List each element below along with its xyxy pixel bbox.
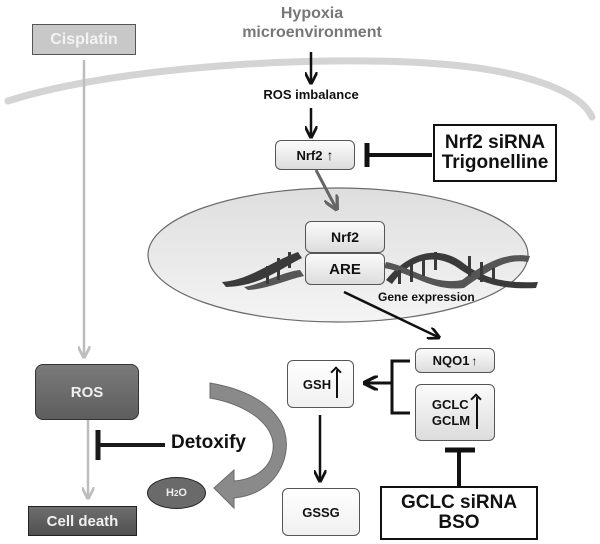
- nrf2-cyto-label: Nrf2: [296, 147, 323, 163]
- inhibitor1-line2: Trigonelline: [441, 152, 549, 173]
- enzyme-bracket: [390, 359, 410, 415]
- nrf2-inhibitor-box: Nrf2 siRNA Trigonelline: [433, 124, 557, 182]
- nrf2-nuclear-label: Nrf2: [330, 229, 359, 245]
- gsh-label: GSH: [302, 376, 332, 392]
- nqo1-label: NQO1: [432, 353, 470, 368]
- inhibitor2-line2: BSO: [438, 512, 480, 533]
- hypoxia-line2: microenvironment: [242, 24, 382, 41]
- h2o-h: H: [166, 487, 174, 499]
- detoxification-curved-arrow: [209, 382, 287, 510]
- nrf2-cytoplasmic-box: Nrf2 ↑: [275, 140, 355, 170]
- gene-expression-label: Gene expression: [378, 290, 475, 304]
- nqo1-box: NQO1 ↑: [415, 348, 495, 373]
- hypoxia-label: Hypoxia microenvironment: [228, 4, 396, 42]
- gclc-gclm-box: GCLC GCLM: [415, 384, 495, 441]
- are-box: ARE: [305, 253, 385, 285]
- gclc-label: GCLC: [431, 396, 469, 412]
- cell-death-label: Cell death: [46, 512, 119, 530]
- inhibitor2-line1: GCLC siRNA: [400, 492, 518, 514]
- h2o-o: O: [178, 487, 187, 499]
- nrf2-translocation-arrow: [314, 169, 336, 208]
- cisplatin-box: Cisplatin: [32, 24, 136, 55]
- nrf2-nuclear-box: Nrf2: [305, 221, 385, 253]
- up-arrow-icon: [470, 392, 482, 429]
- dna-helix-left: [222, 252, 304, 290]
- gclc-inhibitor-box: GCLC siRNA BSO: [380, 486, 538, 540]
- inhibitor1-line1: Nrf2 siRNA: [444, 132, 546, 154]
- up-arrow-icon: ↑: [471, 353, 478, 368]
- dna-helix-right: [384, 252, 538, 289]
- gssg-label: GSSG: [302, 504, 340, 520]
- hypoxia-line1: Hypoxia: [280, 5, 344, 22]
- cell-membrane: [4, 57, 596, 121]
- detoxify-label: Detoxify: [171, 432, 246, 453]
- are-label: ARE: [329, 260, 361, 278]
- cisplatin-label: Cisplatin: [50, 30, 118, 48]
- ros-label: ROS: [70, 383, 104, 401]
- ros-imbalance-label: ROS imbalance: [263, 87, 359, 102]
- cell-death-box: Cell death: [28, 506, 137, 536]
- up-arrow-icon: [330, 366, 342, 398]
- gssg-box: GSSG: [282, 488, 360, 536]
- ros-box: ROS: [35, 364, 139, 420]
- up-arrow-icon: ↑: [326, 147, 334, 163]
- h2o-subscript: 2: [173, 488, 179, 498]
- gene-expression-arrow: [343, 290, 438, 337]
- gsh-box: GSH: [287, 360, 354, 408]
- gclm-label: GCLM: [431, 412, 471, 428]
